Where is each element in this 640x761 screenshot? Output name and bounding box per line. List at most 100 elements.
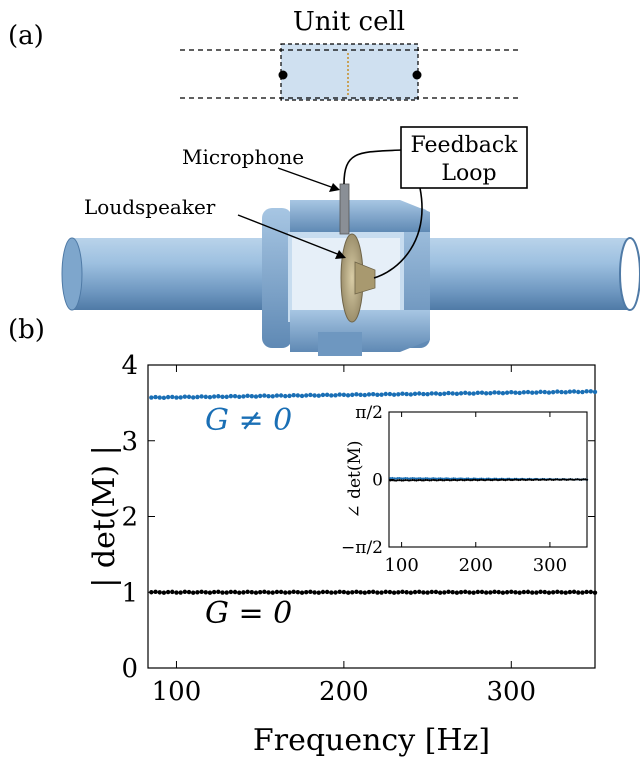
data-point [509,589,514,594]
microphone-body [339,183,350,235]
inset-data-point [485,478,488,481]
data-point [458,589,464,595]
data-point [199,589,204,594]
inset-x-tick-label: 200 [459,555,493,576]
inset-data-point [559,478,563,481]
data-point [203,590,208,595]
data-point [299,590,305,595]
data-point [521,390,527,395]
inset-data-point [478,478,481,482]
data-point [542,589,547,595]
inset-data-point [521,478,524,481]
inset-data-point [500,478,503,481]
inset-data-point [532,478,535,482]
data-point [580,590,585,595]
data-point [517,590,522,595]
left-pipe-end [61,237,83,311]
data-point [504,590,510,595]
data-point [437,391,443,397]
right-pipe-end [619,237,640,311]
inset-data-point [495,478,498,481]
inset-data-point [393,477,396,480]
inset-data-point [569,478,572,481]
panel-a-label: (a) [8,21,44,51]
data-point [211,589,217,595]
data-point [383,589,388,595]
inset-data-point [545,478,548,482]
data-point [153,394,158,400]
data-point [220,394,225,400]
data-point [379,392,384,397]
data-point [563,390,568,395]
loudspeaker-arrowhead [335,250,346,259]
inset-series [389,476,589,482]
inset-data-point [574,478,577,481]
data-point [454,391,460,397]
inset-data-point [537,478,540,482]
data-point [550,389,556,395]
left-node-dot [278,70,288,80]
inset-y-axis-label: ∠ det(M) [345,440,365,518]
inset-data-point [445,477,448,480]
data-point [555,589,560,594]
data-point [241,394,246,399]
inset-data-point [567,478,570,481]
data-point [588,589,594,595]
data-point [220,590,225,595]
right-pipe [420,238,630,310]
data-point [483,590,489,595]
microphone-arrowhead [329,183,340,192]
data-point [546,390,552,395]
data-point [538,389,543,395]
unit-cell-box [280,43,419,101]
data-point [195,590,200,595]
data-point [308,392,313,398]
inset-data-point [526,478,529,481]
inset-data-point [563,478,566,481]
data-point [253,394,259,399]
data-point [329,393,334,398]
inset-data-point [561,478,564,481]
inset-data-point [409,477,412,480]
inset-data-point [409,479,412,482]
data-point [337,589,342,595]
data-point [266,590,271,595]
data-point [191,590,196,595]
data-point [555,389,560,394]
data-point [492,390,497,395]
data-point [149,395,154,400]
inset-data-point [506,478,509,481]
data-point [274,589,280,595]
data-point [316,393,321,398]
inset-data-point [558,478,561,481]
data-point [433,391,439,396]
inset-data-point [571,478,574,481]
inset-data-point [443,477,446,480]
data-point [186,589,192,595]
data-point [463,390,468,396]
data-point [458,391,464,396]
data-point [345,393,351,398]
data-point [299,393,305,399]
data-point [492,589,497,595]
data-point [584,589,589,595]
x-tick-label: 100 [152,677,202,707]
data-point [257,393,263,399]
data-point [241,590,246,595]
data-point [165,589,171,595]
inset-data-point [398,479,401,482]
data-point [479,390,485,395]
data-point [270,394,275,399]
data-point [216,394,221,399]
left-flange [262,208,292,348]
inset-data-point [463,479,466,482]
data-point [304,590,309,595]
inset-data-point [398,476,401,480]
inset-data-point [513,478,516,481]
y-tick-label: 2 [121,503,138,533]
inset-data-point [578,478,581,481]
inset-data-point [430,477,433,480]
data-point [576,389,581,395]
left-pipe [72,238,272,310]
